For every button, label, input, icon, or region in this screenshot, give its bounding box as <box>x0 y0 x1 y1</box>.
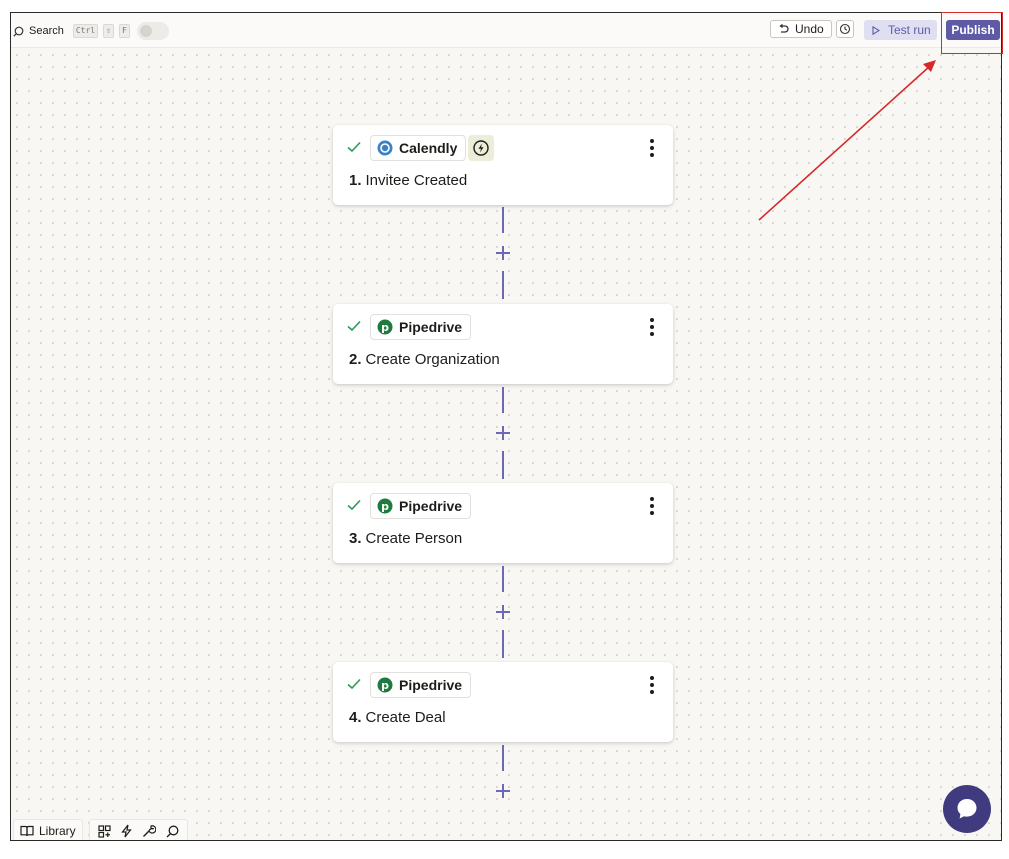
toggle-switch[interactable] <box>136 22 169 40</box>
step-title: 4.Create Deal <box>349 709 446 726</box>
step-menu-icon[interactable] <box>649 139 655 157</box>
check-icon <box>347 499 361 511</box>
svg-text:p: p <box>381 679 389 692</box>
connector-line <box>502 451 504 479</box>
connector-line <box>502 271 504 299</box>
step-card-1[interactable]: Calendly 1.Invitee Created <box>333 125 673 205</box>
annotation-highlight-box <box>941 12 1003 54</box>
test-run-label: Test run <box>888 23 931 37</box>
svg-text:p: p <box>381 500 389 513</box>
shortcut-key-f: F <box>118 24 130 38</box>
step-title: 3.Create Person <box>349 530 462 547</box>
app-name: Calendly <box>399 140 458 156</box>
check-icon <box>347 141 361 153</box>
app-chip-pipedrive[interactable]: p Pipedrive <box>370 314 472 340</box>
app-name: Pipedrive <box>399 319 463 335</box>
app-chip-calendly[interactable]: Calendly <box>370 135 467 161</box>
connector-line <box>502 207 504 233</box>
shortcut-key-shift: ⇧ <box>103 24 114 38</box>
check-icon <box>347 320 361 332</box>
library-button[interactable]: Library <box>13 819 83 840</box>
connector-line <box>502 387 504 413</box>
toggle-knob <box>139 25 152 37</box>
test-run-button[interactable]: Test run <box>864 20 937 40</box>
step-number: 4. <box>349 709 362 726</box>
bottom-toolbar: Library <box>13 819 188 840</box>
library-label: Library <box>39 824 76 838</box>
add-step-button-2[interactable] <box>496 426 510 440</box>
step-title-text: Create Deal <box>365 709 446 726</box>
undo-button[interactable]: Undo <box>770 20 832 38</box>
pipedrive-icon: p <box>377 498 393 514</box>
publish-label: Publish <box>951 23 995 37</box>
step-number: 3. <box>349 530 362 547</box>
search-icon <box>13 26 24 37</box>
publish-button[interactable]: Publish <box>946 20 1000 40</box>
step-title: 1.Invitee Created <box>349 172 467 189</box>
history-icon <box>839 23 851 35</box>
bolt-icon[interactable] <box>120 824 132 838</box>
app-chip-pipedrive[interactable]: p Pipedrive <box>370 672 472 698</box>
search-label: Search <box>29 25 64 37</box>
undo-label: Undo <box>795 22 824 36</box>
chat-bubble-icon <box>957 799 977 819</box>
svg-text:p: p <box>381 321 389 334</box>
step-card-2[interactable]: p Pipedrive 2.Create Organization <box>333 304 673 384</box>
step-menu-icon[interactable] <box>649 676 655 694</box>
add-step-button-1[interactable] <box>496 246 510 260</box>
history-button[interactable] <box>836 20 854 38</box>
step-menu-icon[interactable] <box>649 318 655 336</box>
app-name: Pipedrive <box>399 677 463 693</box>
step-title: 2.Create Organization <box>349 351 500 368</box>
wrench-icon[interactable] <box>142 824 156 838</box>
search-trigger[interactable]: Search Ctrl ⇧ F <box>13 22 169 40</box>
book-icon <box>20 825 34 837</box>
layout-icon[interactable] <box>98 824 111 838</box>
step-card-4[interactable]: p Pipedrive 4.Create Deal <box>333 662 673 742</box>
app-chip-pipedrive[interactable]: p Pipedrive <box>370 493 472 519</box>
search-icon[interactable] <box>166 825 179 838</box>
step-number: 1. <box>349 172 362 189</box>
step-title-text: Create Organization <box>365 351 500 368</box>
calendly-icon <box>377 140 393 156</box>
top-toolbar: Search Ctrl ⇧ F Undo Test run <box>11 13 1001 48</box>
step-number: 2. <box>349 351 362 368</box>
step-title-text: Invitee Created <box>365 172 468 189</box>
pipedrive-icon: p <box>377 319 393 335</box>
undo-icon <box>779 24 789 33</box>
add-step-button-4[interactable] <box>496 784 510 798</box>
shortcut-key-ctrl: Ctrl <box>72 24 99 38</box>
check-icon <box>347 678 361 690</box>
play-icon <box>872 25 880 35</box>
canvas-tools <box>88 819 188 840</box>
trigger-badge <box>468 135 494 161</box>
connector-line <box>502 566 504 592</box>
add-step-button-3[interactable] <box>496 605 510 619</box>
step-menu-icon[interactable] <box>649 497 655 515</box>
connector-line <box>502 630 504 658</box>
pipedrive-icon: p <box>377 677 393 693</box>
chat-button[interactable] <box>943 785 991 833</box>
step-title-text: Create Person <box>365 530 463 547</box>
bolt-icon <box>473 140 489 156</box>
app-name: Pipedrive <box>399 498 463 514</box>
step-card-3[interactable]: p Pipedrive 3.Create Person <box>333 483 673 563</box>
connector-line <box>502 745 504 771</box>
